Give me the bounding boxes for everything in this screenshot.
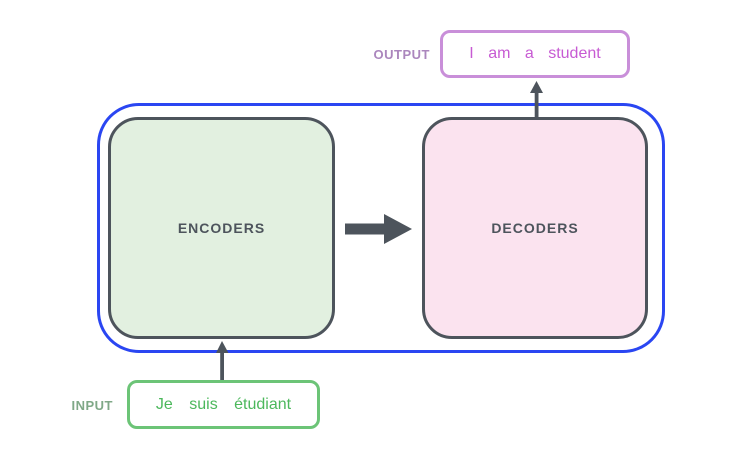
encoders-box: ENCODERS	[108, 117, 335, 339]
output-token-box: I am a student	[440, 30, 630, 78]
model-container-frame	[97, 103, 665, 353]
input-text: Je suis étudiant	[155, 395, 292, 413]
output-text: I am a student	[469, 45, 601, 62]
encoders-label: ENCODERS	[177, 220, 266, 236]
decoders-box: DECODERS	[422, 117, 648, 339]
input-token-box: Je suis étudiant	[127, 380, 320, 429]
decoders-label: DECODERS	[491, 220, 579, 236]
input-label: INPUT	[71, 398, 113, 413]
output-label: OUTPUT	[373, 47, 430, 62]
